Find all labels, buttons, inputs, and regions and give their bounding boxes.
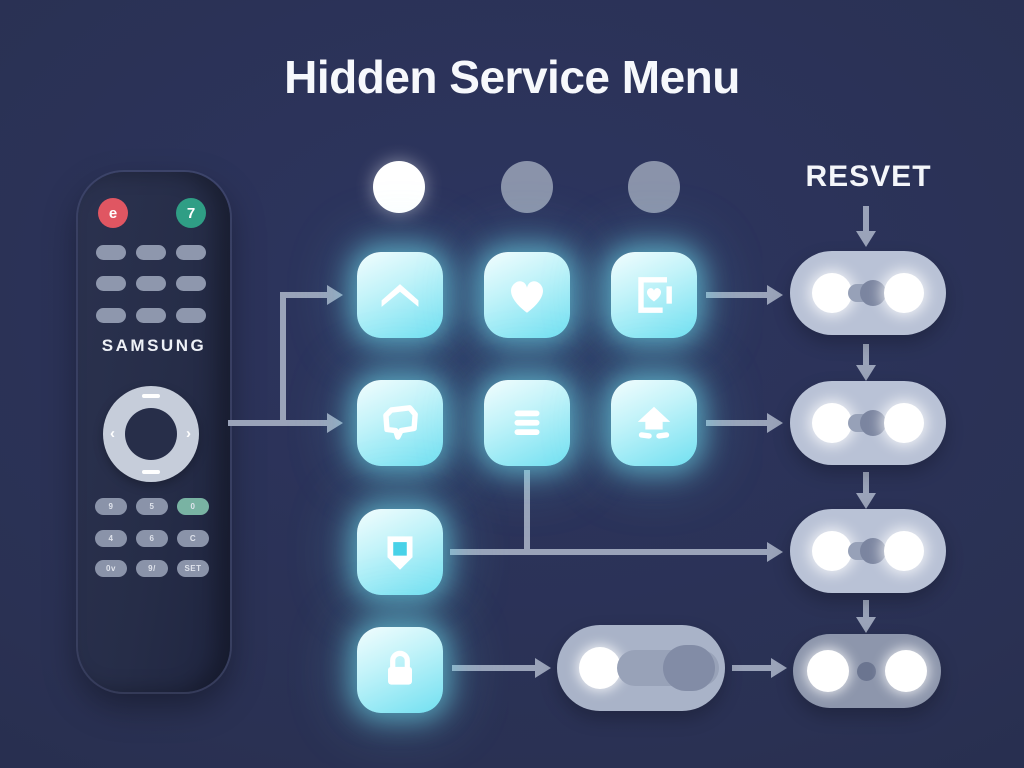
remote-key[interactable] [96, 245, 126, 260]
arrow-toggle3-to-toggle4 [856, 600, 876, 633]
toggle-1-dot [860, 280, 886, 306]
remote-key-6[interactable]: 6 [136, 530, 168, 547]
step-indicator-3 [628, 161, 680, 213]
menu-tile-shield[interactable] [357, 509, 443, 595]
chevron-up-icon [381, 284, 419, 307]
slider-knob[interactable] [579, 647, 621, 689]
key-label: 4 [108, 534, 114, 543]
toggle-1-left-circle [812, 273, 852, 313]
dpad-down-mark [142, 470, 160, 474]
dpad-center-button[interactable] [125, 408, 177, 460]
remote-key-set[interactable]: SET [177, 560, 209, 577]
arrow-row3-to-toggle3 [450, 542, 783, 562]
upload-icon [637, 406, 671, 439]
remote-key-c[interactable]: C [177, 530, 209, 547]
menu-tile-lock[interactable] [357, 627, 443, 713]
shield-icon [387, 536, 413, 570]
dpad-up-mark [142, 394, 160, 398]
toggle-4-left-circle [807, 650, 849, 692]
reset-label: RESVET [805, 160, 932, 193]
arrow-toggle2-to-toggle3 [856, 472, 876, 509]
remote-key-4[interactable]: 4 [95, 530, 127, 547]
remote-key[interactable] [96, 308, 126, 323]
key-label: 5 [149, 502, 155, 511]
menu-tile-chat[interactable] [357, 380, 443, 466]
toggle-2-dot [860, 410, 886, 436]
remote-key-0v[interactable]: 0v [95, 560, 127, 577]
remote-key[interactable] [176, 276, 206, 291]
toggle-1-right-circle [884, 273, 924, 313]
remote-key-0[interactable]: 0 [177, 498, 209, 515]
dpad-right-mark: › [186, 425, 191, 442]
menu-tile-upload[interactable] [611, 380, 697, 466]
key-label: 0 [190, 502, 196, 511]
menu-list-icon [514, 410, 540, 435]
slider-control[interactable] [557, 625, 725, 711]
toggle-2-right-circle [884, 403, 924, 443]
power-button-label: e [108, 204, 118, 222]
toggle-2[interactable] [790, 381, 946, 465]
remote-key-9b[interactable]: 9/ [136, 560, 168, 577]
arrow-into-row2 [280, 413, 343, 433]
arrow-reset-down [856, 206, 876, 247]
toggle-3[interactable] [790, 509, 946, 593]
arrow-into-row1 [280, 285, 343, 305]
toggle-2-left-circle [812, 403, 852, 443]
remote-key[interactable] [176, 245, 206, 260]
remote-key[interactable] [136, 308, 166, 323]
arrow-row2-to-toggle2 [706, 413, 783, 433]
toggle-4-dot [857, 662, 876, 681]
slider-track-end [663, 645, 715, 691]
menu-tile-list[interactable] [484, 380, 570, 466]
remote-key[interactable] [96, 276, 126, 291]
key-label: 9 [108, 502, 114, 511]
key-label: 9/ [148, 564, 156, 573]
connector-remote-out [228, 420, 286, 426]
key-label: SET [184, 564, 202, 573]
step-indicator-1 [373, 161, 425, 213]
step-indicator-2 [501, 161, 553, 213]
key-label: 6 [149, 534, 155, 543]
remote-key[interactable] [136, 245, 166, 260]
remote-green-button[interactable]: 7 [176, 198, 206, 228]
remote-key-5[interactable]: 5 [136, 498, 168, 515]
arrow-slider-to-toggle4 [732, 658, 787, 678]
remote-key[interactable] [136, 276, 166, 291]
page-title: Hidden Service Menu [284, 51, 740, 103]
key-label: 0v [106, 564, 116, 573]
remote-key[interactable] [176, 308, 206, 323]
heart-icon [511, 281, 543, 313]
toggle-3-dot [860, 538, 886, 564]
remote-power-button[interactable]: e [98, 198, 128, 228]
chat-bubble-icon [383, 405, 418, 440]
arrow-row1-to-toggle1 [706, 285, 783, 305]
brand-label: SAMSUNG [101, 336, 207, 355]
green-button-label: 7 [186, 204, 196, 222]
arrow-toggle1-to-toggle2 [856, 344, 876, 381]
toggle-4[interactable] [793, 634, 941, 708]
menu-tile-photo-frame[interactable] [611, 252, 697, 338]
arrow-lock-to-slider [452, 658, 551, 678]
photo-frame-heart-icon [638, 277, 672, 313]
toggle-3-right-circle [884, 531, 924, 571]
dpad-left-mark: ‹ [110, 425, 115, 442]
connector-branch-vertical [280, 292, 286, 426]
key-label: C [189, 534, 197, 543]
menu-tile-chevron-up[interactable] [357, 252, 443, 338]
toggle-3-left-circle [812, 531, 852, 571]
toggle-4-right-circle [885, 650, 927, 692]
menu-tile-heart[interactable] [484, 252, 570, 338]
toggle-1[interactable] [790, 251, 946, 335]
connector-list-down [524, 470, 530, 552]
remote-key-9[interactable]: 9 [95, 498, 127, 515]
lock-icon [388, 650, 412, 685]
